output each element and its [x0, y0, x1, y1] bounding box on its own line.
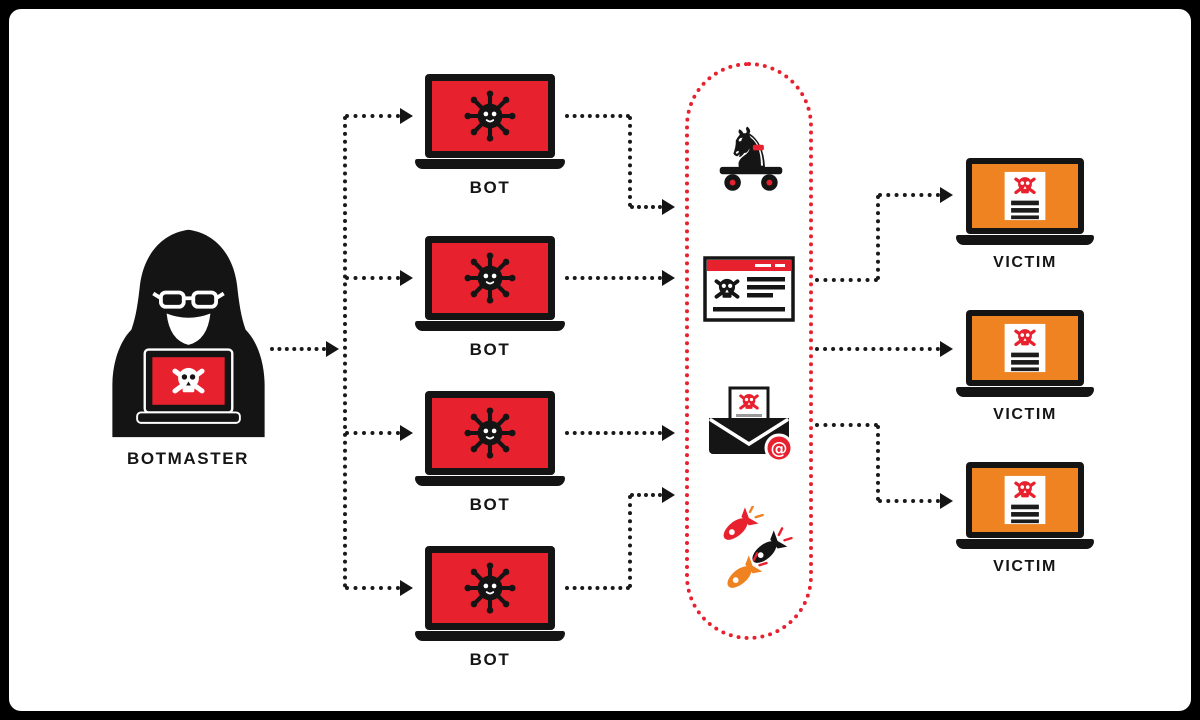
bot-node-4: BOT [415, 546, 565, 670]
bot-label: BOT [469, 650, 511, 669]
bot-laptop [415, 391, 565, 486]
laptop-base [956, 539, 1094, 549]
botmaster-node: BOTMASTER [103, 224, 273, 469]
bot-screen [425, 236, 555, 320]
dotted-line-segment [565, 431, 662, 435]
botmaster-label: BOTMASTER [126, 449, 250, 468]
dotted-line-segment [565, 586, 630, 590]
malware-virus-icon [462, 250, 518, 306]
laptop-base [415, 159, 565, 169]
laptop-base [956, 387, 1094, 397]
arrow-head [400, 108, 413, 124]
bot-screen [425, 391, 555, 475]
arrow-head [940, 493, 953, 509]
dotted-line-segment [565, 276, 662, 280]
arrow-head [662, 199, 675, 215]
dotted-line-segment [815, 347, 940, 351]
dotted-line-segment [345, 276, 400, 280]
laptop-base [415, 321, 565, 331]
victim-screen [966, 310, 1084, 386]
bot-label: BOT [469, 340, 511, 359]
laptop-base [415, 631, 565, 641]
bot-laptop [415, 236, 565, 331]
arrow-head [400, 425, 413, 441]
fake-website-icon [703, 256, 795, 322]
victim-node-1: VICTIM [955, 158, 1095, 272]
victim-label: VICTIM [993, 558, 1057, 575]
victim-node-3: VICTIM [955, 462, 1095, 576]
hooded-hacker-icon [111, 229, 265, 438]
victim-screen [966, 462, 1084, 538]
trojan-horse-icon [705, 108, 797, 200]
dotted-line-segment [630, 205, 662, 209]
arrow-head [662, 270, 675, 286]
laptop-base [956, 235, 1094, 245]
malware-virus-icon [462, 405, 518, 461]
dotted-line-segment [345, 586, 400, 590]
bot-screen [425, 74, 555, 158]
arrow-head [400, 580, 413, 596]
dotted-line-segment [630, 493, 662, 497]
victim-label: VICTIM [993, 254, 1057, 271]
bot-label: BOT [469, 495, 511, 514]
ransom-screen-icon [995, 171, 1055, 221]
arrow-head [400, 270, 413, 286]
dotted-line-segment [628, 116, 632, 207]
victim-node-2: VICTIM [955, 310, 1095, 424]
dotted-line-segment [565, 114, 630, 118]
victim-laptop [956, 158, 1094, 245]
dotted-line-segment [815, 278, 878, 282]
victim-laptop [956, 462, 1094, 549]
victim-label: VICTIM [993, 406, 1057, 423]
dotted-line-segment [345, 431, 400, 435]
dotted-line-segment [876, 195, 880, 280]
bot-node-1: BOT [415, 74, 565, 198]
dotted-line-segment [270, 347, 326, 351]
bot-screen [425, 546, 555, 630]
victim-screen [966, 158, 1084, 234]
bot-node-3: BOT [415, 391, 565, 515]
bot-laptop [415, 74, 565, 169]
malware-virus-icon [462, 560, 518, 616]
victim-laptop [956, 310, 1094, 397]
ransom-screen-icon [995, 475, 1055, 525]
attack-methods-capsule [685, 62, 813, 640]
laptop-base [415, 476, 565, 486]
dotted-line-segment [345, 114, 400, 118]
arrow-head [326, 341, 339, 357]
bot-label: BOT [469, 178, 511, 197]
malware-virus-icon [462, 88, 518, 144]
dotted-line-segment [878, 193, 940, 197]
arrow-head [662, 425, 675, 441]
ransom-screen-icon [995, 323, 1055, 373]
dotted-line-segment [343, 116, 347, 588]
ddos-bombs-icon [701, 506, 797, 602]
bot-laptop [415, 546, 565, 641]
arrow-head [940, 187, 953, 203]
spam-email-icon [701, 386, 797, 464]
dotted-line-segment [628, 495, 632, 588]
dotted-line-segment [876, 425, 880, 501]
dotted-line-segment [878, 499, 940, 503]
arrow-head [662, 487, 675, 503]
bot-node-2: BOT [415, 236, 565, 360]
dotted-line-segment [815, 423, 878, 427]
arrow-head [940, 341, 953, 357]
